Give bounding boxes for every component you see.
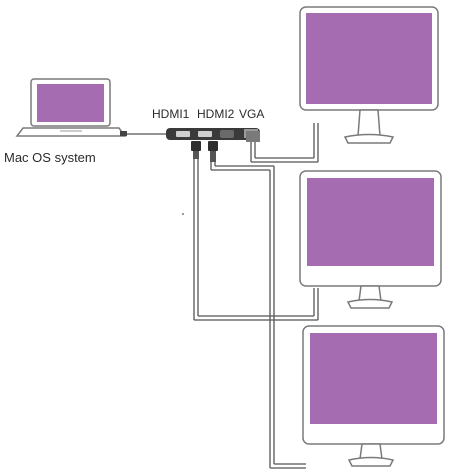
usb-c-hub-icon bbox=[166, 128, 260, 140]
hdmi1-port-label: HDMI1 bbox=[152, 107, 190, 121]
monitor-icon bbox=[299, 170, 442, 309]
cable-plugs bbox=[191, 131, 260, 162]
monitor-cables bbox=[193, 123, 319, 469]
usb-c-cable bbox=[120, 131, 166, 136]
hdmi2-port-label: HDMI2 bbox=[197, 107, 235, 121]
vga-port-label: VGA bbox=[239, 107, 265, 121]
laptop-icon bbox=[15, 78, 127, 137]
monitor-icon bbox=[299, 6, 439, 144]
system-label: Mac OS system bbox=[4, 150, 96, 165]
monitor-icon bbox=[302, 325, 445, 467]
stray-dot bbox=[182, 213, 184, 215]
